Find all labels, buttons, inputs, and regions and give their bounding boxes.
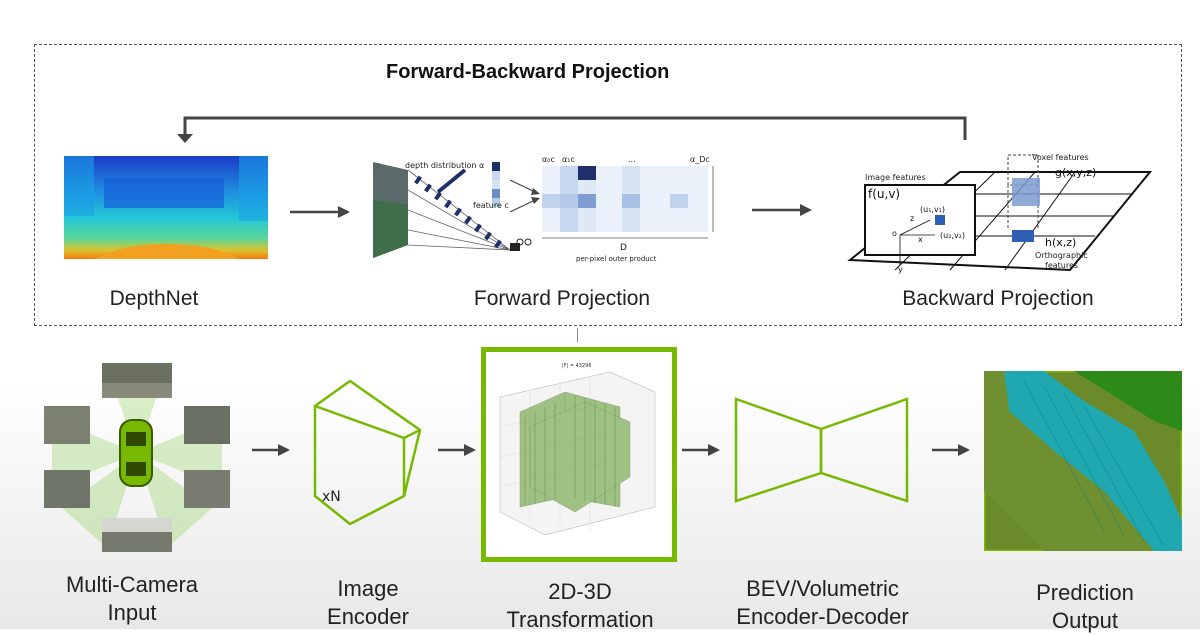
alpha1c-label: α₁c xyxy=(562,155,575,164)
image-features-label: Image features xyxy=(865,173,926,182)
alphaDc-label: α_Dc xyxy=(690,155,710,164)
prediction-label-line1: Prediction xyxy=(1036,580,1134,605)
multi-camera-label-line2: Input xyxy=(107,600,157,625)
arrow-depth-to-forward xyxy=(290,206,350,218)
x-axis-label: x xyxy=(918,235,923,244)
arrow-transform-to-bev xyxy=(682,444,720,456)
prediction-output-image xyxy=(984,371,1182,551)
features-label: features xyxy=(1045,261,1078,270)
outer-product-grid xyxy=(542,166,708,232)
arrow-forward-to-backward xyxy=(752,204,812,216)
alpha0c-label: α₀c xyxy=(542,155,555,164)
h-xz-label: h(x,z) xyxy=(1045,236,1076,249)
image-encoder-label-line1: Image xyxy=(337,576,399,601)
depthnet-label: DepthNet xyxy=(109,287,199,310)
diagram-title: Forward-Backward Projection xyxy=(386,61,670,83)
image-encoder-label-line2: Encoder xyxy=(327,604,409,629)
multi-camera-label: Multi-Camera Input xyxy=(42,571,222,627)
bev-label: BEV/Volumetric Encoder-Decoder xyxy=(715,575,930,631)
outer-product-label: per-pixel outer product xyxy=(576,255,657,263)
transform-label-line2: Transformation xyxy=(506,607,654,632)
forward-projection-label: Forward Projection xyxy=(473,287,651,310)
forward-projection-figure: depth distribution α feature c α₀c α₁c .… xyxy=(373,155,714,263)
bev-encoder-decoder-figure xyxy=(734,397,909,503)
prediction-label-line2: Output xyxy=(1051,608,1119,633)
backward-projection-label: Backward Projection xyxy=(902,287,1094,310)
feature-c-label: feature c xyxy=(473,201,509,210)
image-encoder-label: Image Encoder xyxy=(298,575,438,631)
transform-3d-plot: |F| = 43296 xyxy=(499,363,656,536)
ellipsis-label: ... xyxy=(628,155,636,164)
connector-tick xyxy=(577,328,578,342)
y-axis-label: y xyxy=(898,265,903,274)
origin-label: o xyxy=(892,229,897,238)
feedback-arrow xyxy=(177,116,967,143)
arrow-encoder-to-transform xyxy=(438,444,476,456)
multi-camera-label-line1: Multi-Camera xyxy=(65,572,199,597)
multi-camera-figure xyxy=(44,363,230,552)
u2v2-label: (u₂,v₂) xyxy=(940,231,965,240)
orthographic-label: Orthographic xyxy=(1035,251,1088,260)
depth-map-image xyxy=(64,156,268,259)
g-xyz-label: g(x,y,z) xyxy=(1055,166,1096,179)
transform-plot-title: |F| = 43296 xyxy=(562,363,592,369)
encoder-xN-label: xN xyxy=(322,489,341,505)
image-encoder-figure: xN xyxy=(313,379,422,526)
D-label: D xyxy=(620,243,627,253)
arrow-input-to-encoder xyxy=(252,444,290,456)
u1v1-label: (u₁,v₁) xyxy=(920,205,945,214)
voxel-features-label: Voxel features xyxy=(1032,153,1089,162)
backward-projection-figure: Voxel features g(x,y,z) h(x,z) Orthograp… xyxy=(847,153,1153,274)
z-axis-label: z xyxy=(910,214,914,223)
prediction-label: Prediction Output xyxy=(1000,579,1170,635)
bev-label-line1: BEV/Volumetric xyxy=(746,576,899,601)
arrow-bev-to-output xyxy=(932,444,970,456)
bev-label-line2: Encoder-Decoder xyxy=(736,604,909,629)
forward-backward-frame xyxy=(34,44,1182,326)
f-uv-label: f(u,v) xyxy=(868,187,900,201)
transform-label: 2D-3D Transformation xyxy=(480,578,680,634)
transform-label-line1: 2D-3D xyxy=(548,579,612,604)
depth-distribution-label: depth distribution α xyxy=(405,161,484,170)
